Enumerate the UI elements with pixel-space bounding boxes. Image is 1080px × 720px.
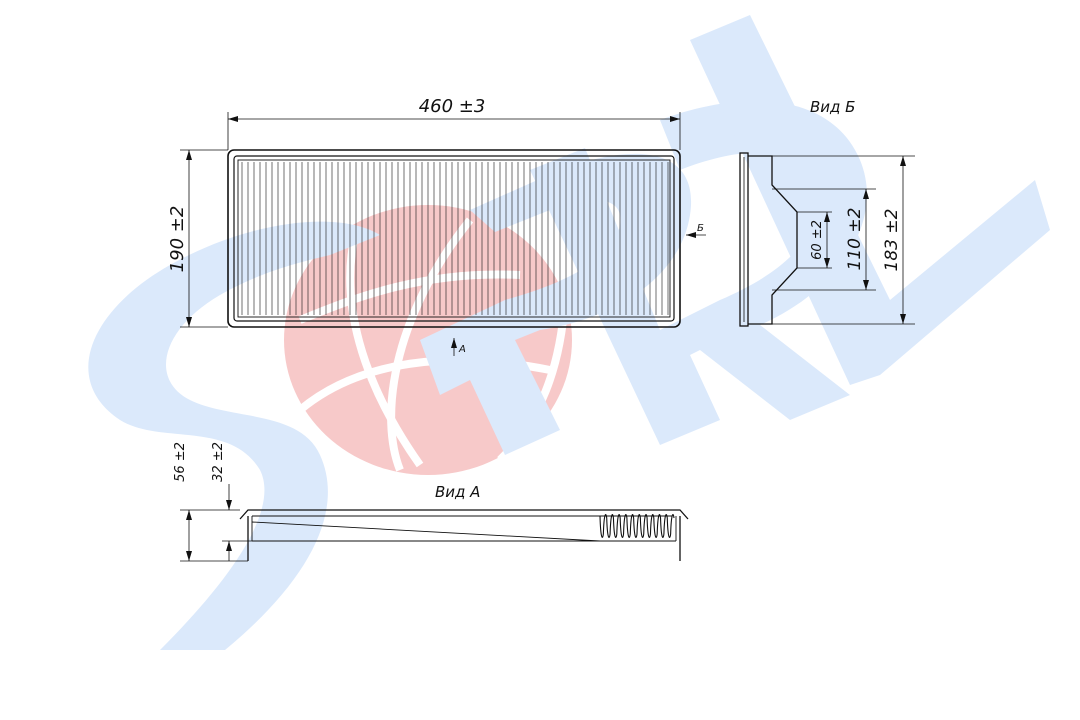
watermark <box>88 15 1050 650</box>
dim-190-label: 190 ±2 <box>167 206 188 273</box>
view-a: Вид A 56 ±2 32 ±2 <box>173 442 689 562</box>
dim-183-label: 183 ±2 <box>882 209 902 272</box>
view-b: Вид Б 60 ±2 110 ±2 183 ±2 <box>739 98 915 327</box>
filter-pleats <box>241 162 669 315</box>
filter-media-border <box>237 159 671 318</box>
view-a-taper-line <box>251 521 601 542</box>
view-b-title: Вид Б <box>810 98 855 116</box>
watermark-letters <box>88 15 1050 650</box>
dim-56-label: 56 ±2 <box>173 442 188 482</box>
view-b-arrow-label: Б <box>697 223 704 234</box>
watermark-letter-s <box>88 221 380 650</box>
filter-frame-inner <box>233 155 675 322</box>
watermark-letter-r <box>530 100 867 445</box>
view-a-top-edge <box>239 509 689 520</box>
dim-32-label: 32 ±2 <box>211 442 226 482</box>
watermark-letter-l <box>690 15 1050 385</box>
top-view: 460 ±3 190 ±2 Б A <box>167 96 706 356</box>
view-a-title: Вид A <box>435 483 480 501</box>
filter-frame-outer <box>227 149 681 328</box>
dim-110-label: 110 ±2 <box>845 208 865 271</box>
view-a-pleat-zigzag <box>599 514 675 538</box>
dim-460-label: 460 ±3 <box>419 96 486 117</box>
view-b-frame-lip <box>739 152 749 327</box>
view-a-arrow-label: A <box>458 344 466 355</box>
view-b-profile <box>748 155 798 325</box>
watermark-letter-p <box>420 153 692 455</box>
dim-60-label: 60 ±2 <box>810 220 825 260</box>
